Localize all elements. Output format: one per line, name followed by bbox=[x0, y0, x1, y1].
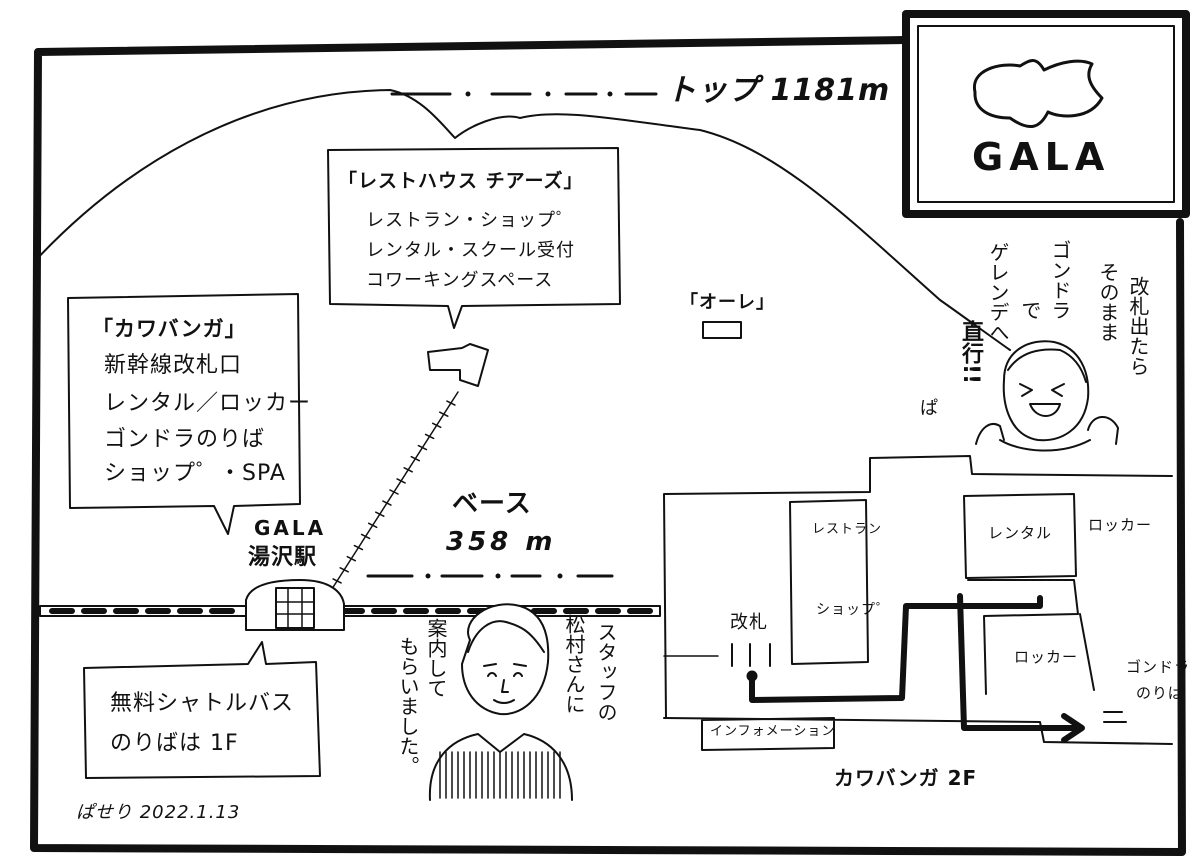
floor-gondola-label-1: ゴンドラ bbox=[1126, 658, 1191, 676]
staff-character bbox=[428, 603, 573, 801]
shuttle-callout bbox=[83, 641, 321, 779]
base-elevation-label-1: ベース bbox=[452, 489, 532, 519]
rest-house-line-1: レストラン・ショップ゜ bbox=[366, 210, 575, 231]
rest-house-building bbox=[427, 343, 489, 387]
floor-map-walls bbox=[663, 455, 1173, 751]
fish-logo bbox=[973, 59, 1104, 128]
station-building bbox=[245, 579, 345, 631]
character-note-col-3: ゴンドラ bbox=[1048, 240, 1072, 320]
floor-shop-label: ショップ゜ bbox=[816, 602, 891, 618]
top-elevation-label: トップ 1181m bbox=[666, 73, 891, 108]
rest-house-callout bbox=[327, 147, 621, 329]
logo-text: GALA bbox=[972, 135, 1111, 179]
kawabanga-line-2: レンタル／ロッカー bbox=[104, 391, 312, 416]
kawabanga-line-4: ショップ゜・SPA bbox=[104, 461, 286, 486]
floor-locker-mid-label: ロッカー bbox=[1014, 648, 1079, 666]
station-name-line-1: GALA bbox=[254, 516, 327, 540]
station-name-line-2: 湯沢駅 bbox=[248, 545, 318, 570]
floor-caption: カワバンガ 2F bbox=[834, 766, 978, 790]
staff-note-col-4: もらいました。 bbox=[396, 636, 420, 776]
kawabanga-title: 「カワバンガ」 bbox=[92, 317, 247, 341]
rest-house-line-3: コワーキングスペース bbox=[366, 270, 554, 291]
ore-building bbox=[702, 321, 742, 339]
character-note-col-6: 直行!! bbox=[958, 320, 983, 385]
route-path bbox=[749, 593, 1083, 731]
rest-house-title: 「レストハウス チアーズ」 bbox=[338, 170, 584, 192]
floor-locker-top-label: ロッカー bbox=[1088, 516, 1153, 534]
floor-rental-label: レンタル bbox=[988, 524, 1053, 542]
signature: ぱせり 2022.1.13 bbox=[76, 802, 241, 823]
staff-note-col-1: スタッフの bbox=[594, 622, 618, 722]
character-note-col-2: そのまま bbox=[1096, 262, 1120, 342]
staff-note-col-2: 松村さんに bbox=[562, 614, 586, 714]
ore-label: 「オーレ」 bbox=[680, 292, 775, 313]
mountain-outline bbox=[33, 89, 1011, 351]
base-elevation-label-2: 358 m bbox=[446, 527, 557, 557]
floor-information-label: インフォメーション bbox=[710, 724, 836, 739]
staff-note-col-3: 案内して bbox=[424, 618, 448, 698]
character-sound: ぱ bbox=[920, 398, 939, 419]
shuttle-line-1: 無料シャトルバス bbox=[110, 691, 295, 716]
guide-character bbox=[975, 340, 1119, 452]
character-note-col-5: ゲレンデへ bbox=[986, 242, 1010, 342]
kawabanga-line-3: ゴンドラのりば bbox=[104, 427, 266, 452]
shuttle-line-2: のりばは 1F bbox=[110, 731, 239, 756]
kawabanga-line-1: 新幹線改札口 bbox=[104, 353, 243, 378]
character-note-col-4: で bbox=[1018, 300, 1042, 320]
floor-gate-label: 改札 bbox=[730, 612, 768, 633]
logo-frame bbox=[902, 10, 1190, 218]
floor-gondola-label-2: のりば bbox=[1136, 684, 1185, 702]
kawabanga-callout bbox=[67, 293, 301, 535]
floor-restaurant-label: レストラン bbox=[812, 522, 883, 537]
rest-house-line-2: レンタル・スクール受付 bbox=[366, 240, 575, 261]
outer-frame bbox=[30, 36, 1186, 856]
character-note-col-1: 改札出たら bbox=[1126, 276, 1150, 376]
